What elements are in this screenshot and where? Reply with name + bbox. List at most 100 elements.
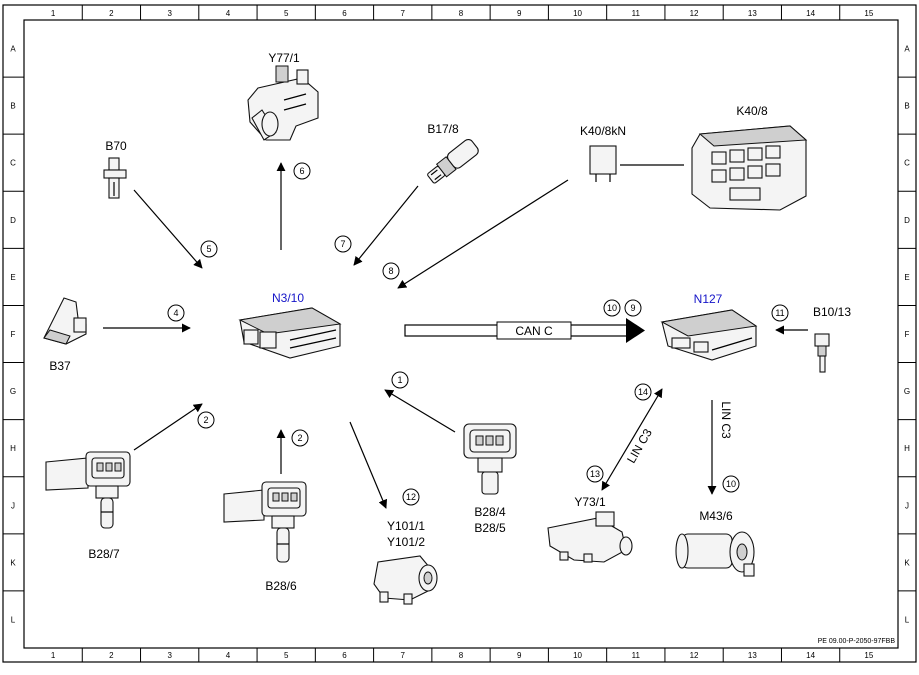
component-n127[interactable]: N127 [660, 292, 758, 361]
grid-column-label-top: 4 [226, 9, 231, 18]
powertrain-control-unit-icon [660, 309, 758, 361]
svg-text:9: 9 [630, 303, 635, 313]
svg-text:2: 2 [203, 415, 208, 425]
label-n127: N127 [694, 292, 723, 306]
grid-column-label-top: 2 [109, 9, 114, 18]
can-c-label-box [496, 321, 572, 340]
label-y101-2: Y101/2 [387, 535, 425, 549]
grid-column-label-bottom: 5 [284, 651, 289, 660]
component-y73-1[interactable]: Y73/1 [547, 495, 633, 563]
can-c-label: CAN C [515, 324, 553, 338]
grid-row-label-right: K [904, 558, 910, 567]
callout-14: 14 [634, 383, 652, 401]
svg-text:8: 8 [388, 266, 393, 276]
pressure-sensor-icon [45, 451, 131, 529]
callout-13: 13 [586, 465, 604, 483]
grid-column-label-bottom: 8 [459, 651, 464, 660]
callout-9: 9 [624, 299, 642, 317]
label-b10-13: B10/13 [813, 305, 851, 319]
component-m43-6[interactable]: M43/6 [675, 509, 755, 577]
arrow-from-b17-8 [353, 185, 419, 266]
engine-control-unit-icon [238, 307, 342, 359]
grid-row-label-left: K [10, 558, 16, 567]
grid-column-label-bottom: 12 [690, 651, 699, 660]
actuator-motor-icon [547, 511, 633, 563]
grid-row-label-left: B [10, 102, 15, 111]
grid-column-label-top: 3 [167, 9, 172, 18]
component-b28-7[interactable]: B28/7 [45, 451, 131, 561]
grid-column-label-top: 8 [459, 9, 464, 18]
svg-text:4: 4 [173, 308, 178, 318]
component-b28-6[interactable]: B28/6 [223, 481, 307, 593]
component-y77-1[interactable]: Y77/1 [247, 51, 319, 141]
grid-row-label-right: C [904, 159, 910, 168]
grid-row-label-right: H [904, 444, 910, 453]
svg-text:13: 13 [590, 469, 600, 479]
callout-10-bus: 10 [603, 299, 621, 317]
grid-column-label-top: 7 [401, 9, 406, 18]
callout-5: 5 [200, 240, 218, 258]
pump-motor-icon [675, 531, 755, 577]
callout-4: 4 [167, 304, 185, 322]
component-b28-4[interactable]: B28/4 B28/5 [463, 423, 517, 535]
temperature-sensor-icon [427, 138, 479, 184]
grid-row-label-right: G [904, 387, 910, 396]
arrow-from-b28-4 [384, 389, 456, 433]
actuator-valve-icon [373, 555, 438, 605]
grid-column-label-bottom: 7 [401, 651, 406, 660]
grid-column-label-bottom: 4 [226, 651, 231, 660]
lin-c3-label-vertical: LIN C3 [719, 401, 733, 439]
grid-column-label-top: 11 [632, 9, 641, 18]
callout-2-center: 2 [291, 429, 309, 447]
relay-icon [589, 145, 617, 182]
arrow-from-b70 [133, 189, 203, 269]
grid-row-label-right: L [905, 615, 910, 624]
grid-row-label-right: A [904, 45, 910, 54]
grid-column-label-top: 15 [864, 9, 873, 18]
component-y101[interactable]: Y101/1 Y101/2 [373, 519, 438, 605]
callout-12: 12 [402, 488, 420, 506]
grid-row-label-left: D [10, 216, 16, 225]
grid-row-label-left: F [11, 330, 16, 339]
grid-row-label-right: E [904, 273, 909, 282]
component-b17-8[interactable]: B17/8 [425, 122, 480, 186]
component-k40-8[interactable]: K40/8 [691, 104, 808, 211]
signal-arrows [103, 162, 808, 509]
label-b17-8: B17/8 [427, 122, 459, 136]
pressure-sensor-icon [223, 481, 307, 563]
component-n3-10[interactable]: N3/10 [238, 291, 342, 359]
arrow-from-k40-8kn [397, 179, 569, 289]
crankshaft-sensor-icon [103, 157, 127, 199]
grid-column-label-bottom: 3 [167, 651, 172, 660]
label-b28-4: B28/4 [474, 505, 506, 519]
label-b28-7: B28/7 [88, 547, 120, 561]
grid-row-label-left: J [11, 501, 15, 510]
component-b37[interactable]: B37 [43, 297, 87, 373]
grid-column-label-top: 6 [342, 9, 347, 18]
grid-column-label-bottom: 15 [864, 651, 873, 660]
pressure-sensor-icon [463, 423, 517, 495]
grid-column-label-bottom: 2 [109, 651, 114, 660]
component-b70[interactable]: B70 [103, 139, 127, 199]
grid-column-label-top: 13 [748, 9, 757, 18]
grid-column-label-bottom: 9 [517, 651, 522, 660]
callout-8: 8 [382, 262, 400, 280]
grid-column-label-bottom: 6 [342, 651, 347, 660]
component-b10-13[interactable]: B10/13 [813, 305, 851, 373]
callout-markers: 6 7 5 8 4 10 9 11 1 14 2 2 13 12 10 [167, 162, 789, 506]
svg-text:14: 14 [638, 387, 648, 397]
svg-text:2: 2 [297, 433, 302, 443]
valve-icon [247, 65, 319, 141]
grid-row-label-right: F [905, 330, 910, 339]
component-k40-8kn[interactable]: K40/8kN [580, 124, 626, 182]
can-c-bus: CAN C [404, 318, 645, 343]
grid-column-label-bottom: 11 [632, 651, 641, 660]
grid-column-label-top: 9 [517, 9, 522, 18]
reference-code: PE 09.00-P-2050-97FBB [818, 638, 896, 645]
grid-column-label-top: 12 [690, 9, 699, 18]
svg-text:10: 10 [607, 303, 617, 313]
can-c-arrowhead [626, 318, 645, 343]
svg-text:7: 7 [340, 239, 345, 249]
